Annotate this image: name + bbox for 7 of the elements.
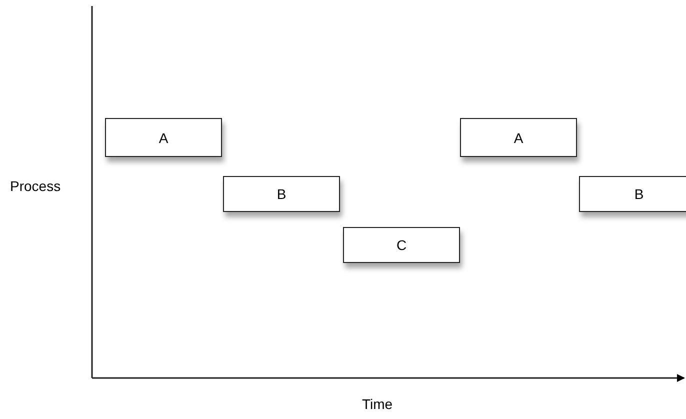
process-bar: B [223,176,340,212]
process-bar: A [460,118,577,157]
process-bar: B [579,176,686,212]
axis-label: Time [362,396,393,412]
axis-label: Process [10,178,61,194]
process-bar: A [105,118,222,157]
process-bar: C [343,227,460,263]
